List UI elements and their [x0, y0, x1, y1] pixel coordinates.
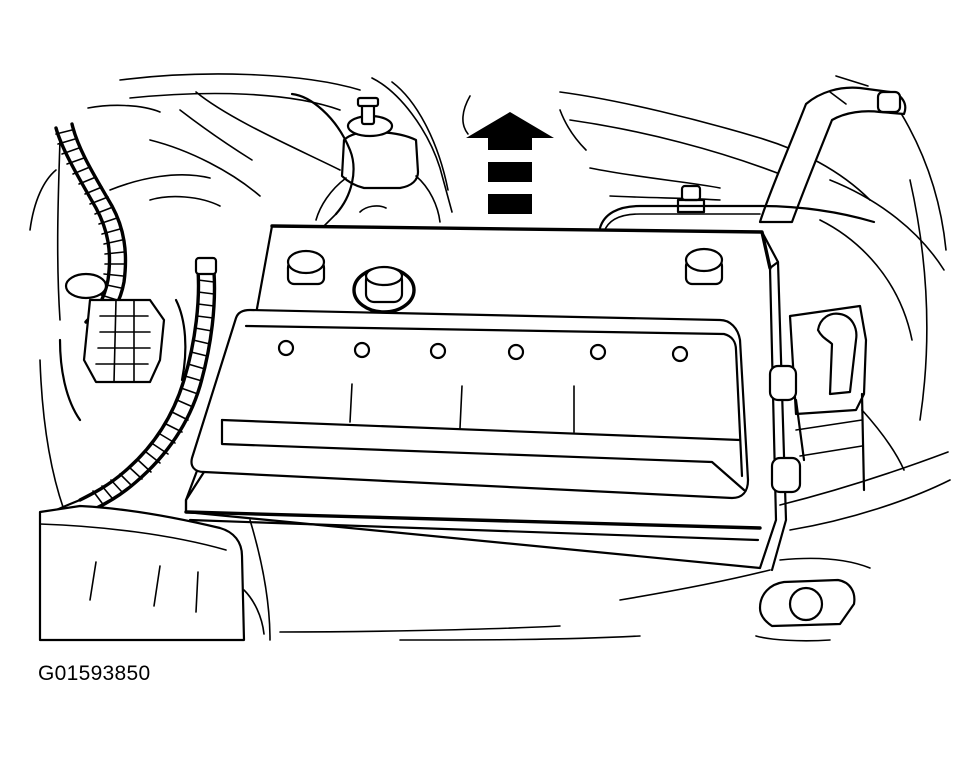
up-arrow-icon: [466, 112, 554, 214]
battery-terminal-center: [352, 265, 416, 314]
battery: [184, 224, 788, 572]
figure-code-label: G01593850: [38, 662, 151, 685]
vent-caps: [277, 339, 689, 363]
right-wire: [598, 204, 876, 233]
left-component-box: [58, 298, 187, 422]
lower-right-mount: [755, 578, 856, 642]
positive-cable-clamp: [768, 304, 868, 494]
battery-terminal-left: [286, 249, 326, 286]
hold-down-bolt: [676, 184, 706, 214]
engine-bay-background: [29, 73, 951, 641]
upper-right-bracket: [758, 75, 907, 224]
battery-terminal-right: [684, 247, 724, 286]
strut-tower: [315, 96, 441, 223]
lower-left-tray: [38, 504, 265, 642]
